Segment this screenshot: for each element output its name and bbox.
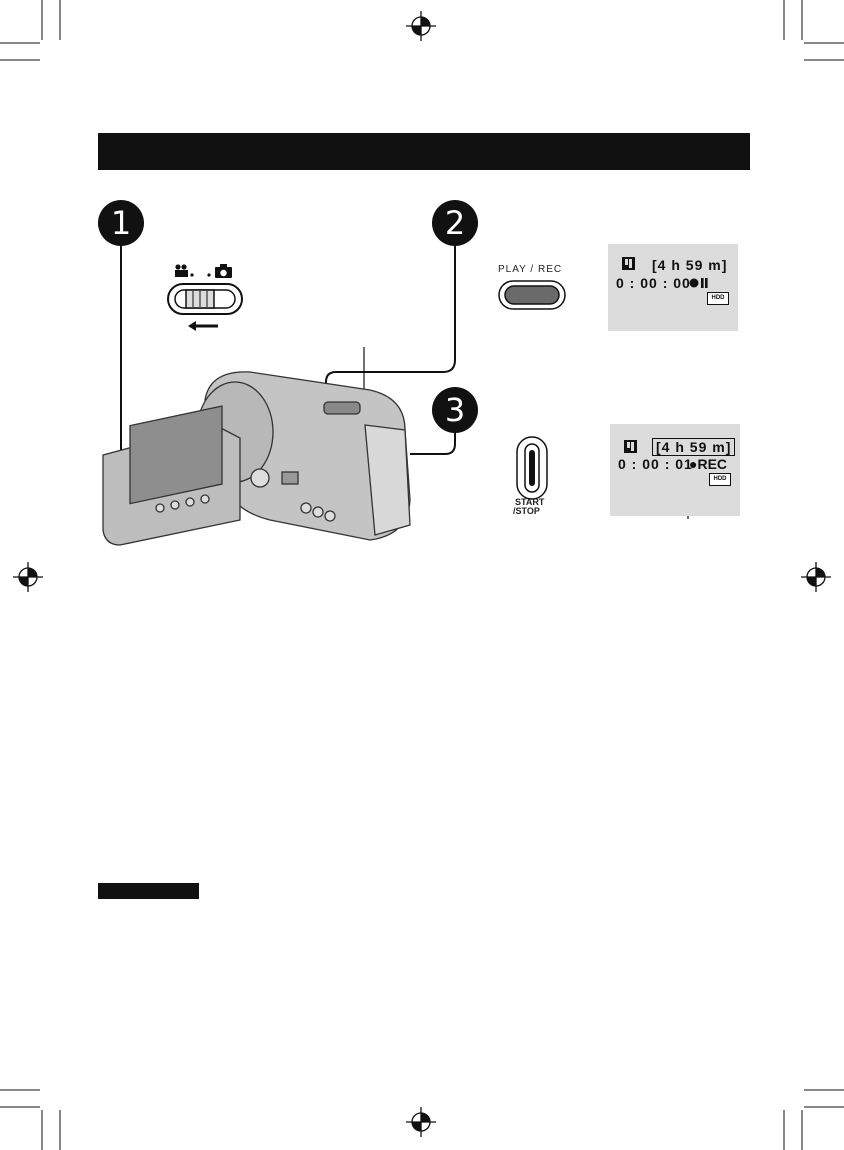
- arrow-left-icon: [188, 321, 218, 331]
- step-3-marker: 3: [432, 387, 478, 433]
- mode-switch-diagram: [166, 264, 246, 334]
- timecode: 0 : 00 : 00: [616, 275, 691, 291]
- step-2-marker: 2: [432, 200, 478, 246]
- record-pause-icon: [689, 278, 708, 288]
- remaining-time: [4 h 59 m]: [652, 438, 736, 456]
- step-1-marker: 1: [98, 200, 144, 246]
- quality-icon: [624, 440, 637, 453]
- section-header-bar: [98, 133, 750, 170]
- note-label-bar: [98, 883, 199, 899]
- start-stop-button: [516, 436, 548, 500]
- start-stop-label-line1: START: [515, 497, 545, 507]
- timecode: 0 : 00 : 01: [618, 456, 693, 472]
- video-camera-icon: [175, 264, 194, 277]
- quality-icon: [622, 257, 635, 270]
- camcorder-illustration: [102, 371, 411, 546]
- play-rec-button: [498, 280, 566, 310]
- start-stop-label-line2: /STOP: [513, 506, 540, 516]
- still-camera-icon: [207, 264, 232, 278]
- remaining-time: [4 h 59 m]: [652, 257, 728, 273]
- hdd-media-icon: HDD: [707, 292, 729, 305]
- start-stop-button-diagram: START /STOP: [500, 436, 550, 516]
- lcd-recording-screen: [4 h 59 m] 0 : 00 : 01 ●REC HDD: [610, 424, 740, 516]
- hdd-media-icon: HDD: [709, 473, 731, 486]
- mode-slide-switch: [167, 283, 243, 315]
- play-rec-button-diagram: PLAY / REC: [498, 264, 568, 314]
- play-rec-label: PLAY / REC: [498, 264, 563, 275]
- lcd-standby-screen: [4 h 59 m] 0 : 00 : 00 HDD: [608, 244, 738, 331]
- rec-status: ●REC: [689, 456, 728, 472]
